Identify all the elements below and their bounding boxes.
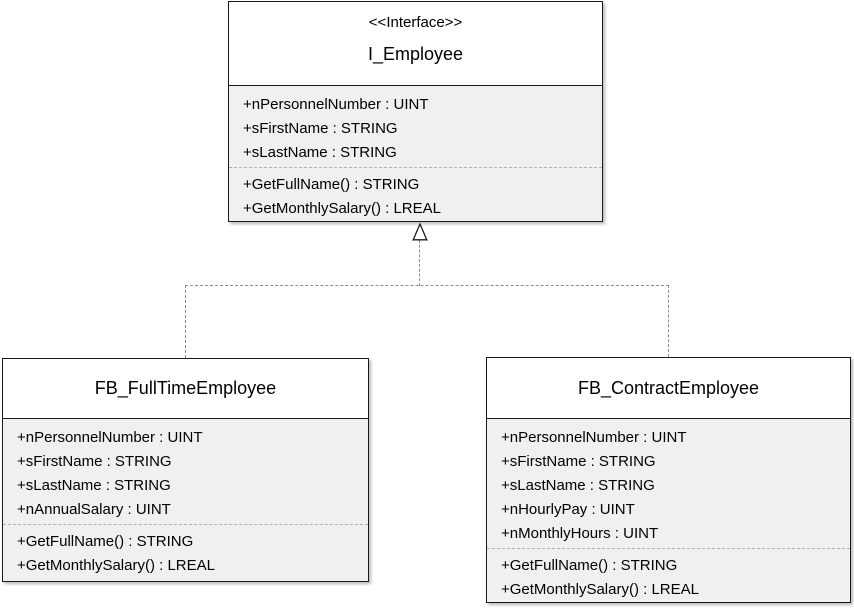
class-header: FB_ContractEmployee <box>487 358 850 419</box>
attribute-row: +sLastName : STRING <box>243 144 397 161</box>
interface-box-i-employee: <<Interface>> I_Employee +nPersonnelNumb… <box>228 1 603 222</box>
class-box-fb-fulltimeemployee: FB_FullTimeEmployee +nPersonnelNumber : … <box>2 358 369 582</box>
attribute-row: +nPersonnelNumber : UINT <box>17 429 203 446</box>
attribute-row: +nHourlyPay : UINT <box>501 501 635 518</box>
class-header: FB_FullTimeEmployee <box>3 359 368 419</box>
interface-name: I_Employee <box>367 44 464 64</box>
attribute-row: +sLastName : STRING <box>17 477 171 494</box>
attribute-row: +sFirstName : STRING <box>501 453 656 470</box>
realization-connector-stem <box>419 240 420 286</box>
interface-methods-section: +GetFullName() : STRING +GetMonthlySalar… <box>229 167 602 221</box>
method-row: +GetMonthlySalary() : LREAL <box>17 557 215 574</box>
class-name: FB_FullTimeEmployee <box>94 378 277 398</box>
attribute-row: +nAnnualSalary : UINT <box>17 501 171 518</box>
class-methods-section: +GetFullName() : STRING +GetMonthlySalar… <box>487 548 850 602</box>
attribute-row: +nMonthlyHours : UINT <box>501 525 659 542</box>
class-name: FB_ContractEmployee <box>577 377 760 398</box>
class-attributes-section: +nPersonnelNumber : UINT +sFirstName : S… <box>3 419 368 524</box>
attribute-row: +sFirstName : STRING <box>17 453 172 470</box>
attribute-row: +nPersonnelNumber : UINT <box>243 96 429 113</box>
method-row: +GetMonthlySalary() : LREAL <box>501 581 699 598</box>
realization-connector-right <box>668 285 669 357</box>
interface-attributes-section: +nPersonnelNumber : UINT +sFirstName : S… <box>229 86 602 167</box>
realization-connector-horizontal <box>185 285 669 286</box>
method-row: +GetFullName() : STRING <box>243 176 420 193</box>
attribute-row: +sFirstName : STRING <box>243 120 398 137</box>
interface-stereotype: <<Interface>> <box>368 14 463 31</box>
interface-header: <<Interface>> I_Employee <box>229 2 602 86</box>
method-row: +GetMonthlySalary() : LREAL <box>243 200 441 217</box>
class-attributes-section: +nPersonnelNumber : UINT +sFirstName : S… <box>487 419 850 548</box>
realization-connector-left <box>185 285 186 358</box>
method-row: +GetFullName() : STRING <box>17 533 194 550</box>
method-row: +GetFullName() : STRING <box>501 557 678 574</box>
hollow-triangle-arrowhead-icon <box>412 223 428 241</box>
class-methods-section: +GetFullName() : STRING +GetMonthlySalar… <box>3 524 368 581</box>
class-box-fb-contractemployee: FB_ContractEmployee +nPersonnelNumber : … <box>486 357 851 603</box>
attribute-row: +nPersonnelNumber : UINT <box>501 429 687 446</box>
attribute-row: +sLastName : STRING <box>501 477 655 494</box>
